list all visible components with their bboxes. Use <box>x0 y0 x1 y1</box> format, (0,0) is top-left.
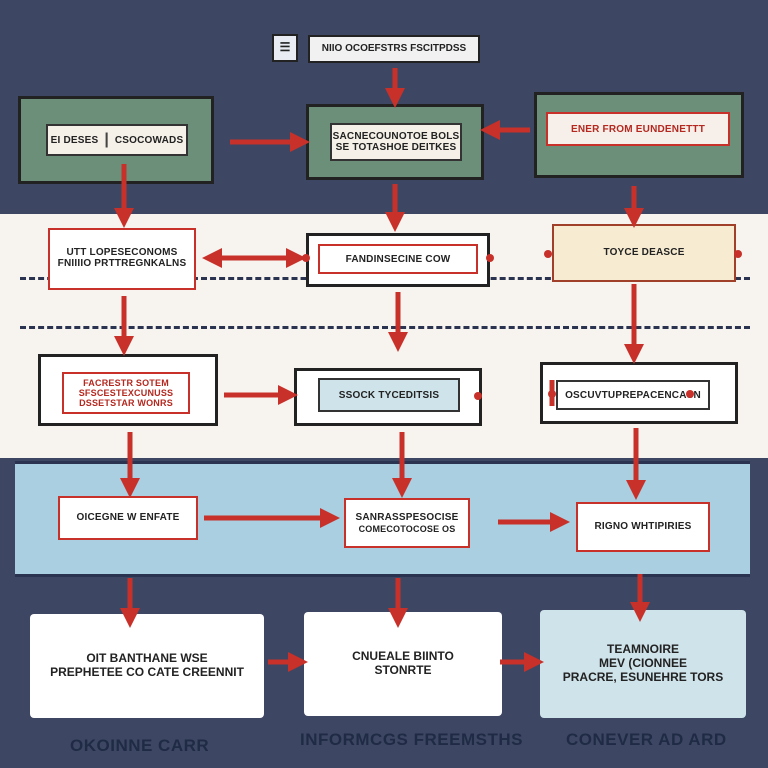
node-label: OICEGNE W ENFATE <box>76 512 180 524</box>
footer-label-right: CONEVER AD ARD <box>566 730 727 749</box>
node-label-b: CSOCOWADS <box>114 134 184 146</box>
node-line: SFSCESTEXCUNUSS <box>78 388 174 398</box>
output-card: OIT BANTHANE WSE PREPHETEE CO CATE CREEN… <box>30 614 264 718</box>
node-text-group: UTT LOPESECONOMS FNIIIIO PRTTREGNKALNS <box>52 236 192 280</box>
node-line: SACNECOUNOTOE BOLS <box>332 131 460 142</box>
process-node: SANRASSPESOCISE COMECOTOCOSE OS <box>344 498 470 548</box>
node-label: FANDINSECINE COW <box>345 253 451 265</box>
node-label: ENER FROM EUNDENETTT <box>571 123 705 135</box>
node-line: DSSETSTAR WONRS <box>79 398 173 408</box>
node-label-box: SSOCK TYCEDITSIS <box>318 378 460 412</box>
connector-dot <box>474 392 482 400</box>
process-node: RIGNO WHTIPIRIES <box>576 502 710 552</box>
divider-dashed-line <box>20 326 750 329</box>
output-card: TEAMNOIRE MEV (CIONNEE PRACRE, ESUNEHRE … <box>540 610 746 718</box>
node-label: RIGNO WHTIPIRIES <box>594 521 692 533</box>
footer-label-center: INFORMCGS FREEMSTHS <box>300 730 523 749</box>
node-label: OSCUVTUPREPACENCASN <box>565 389 701 401</box>
node-line: FACRESTR SOTEM <box>83 378 169 388</box>
process-node <box>48 228 196 290</box>
node-label-box: ENER FROM EUNDENETTT <box>546 112 730 146</box>
card-line: PREPHETEE CO CATE CREENNIT <box>50 665 244 679</box>
card-line: CNUEALE BIINTO <box>352 649 454 664</box>
node-label-box: EI DESES | CSOCOWADS <box>46 124 188 156</box>
node-label-box: FACRESTR SOTEM SFSCESTEXCUNUSS DSSETSTAR… <box>62 372 190 414</box>
process-node: OICEGNE W ENFATE <box>58 496 198 540</box>
card-line: TEAMNOIRE <box>607 642 679 657</box>
node-line: COMECOTOCOSE OS <box>358 523 456 534</box>
card-line: PRACRE, ESUNEHRE TORS <box>562 669 724 684</box>
node-label-box: SACNECOUNOTOE BOLS SE TOTASHOE DEITKES <box>330 123 462 161</box>
node-label-box: FANDINSECINE COW <box>318 244 478 274</box>
connector-dot <box>302 254 310 262</box>
header-title: NIIO OCOEFSTRS FSCITPDSS <box>308 35 480 63</box>
document-icon: ☰ <box>272 34 298 62</box>
card-line: MEV (CIONNEE <box>598 656 687 671</box>
node-line: SE TOTASHOE DEITKES <box>335 142 457 153</box>
process-node: TOYCE DEASCE <box>552 224 736 282</box>
node-label: SSOCK TYCEDITSIS <box>338 389 440 401</box>
output-card: CNUEALE BIINTO STONRTE <box>304 612 502 716</box>
node-line: SANRASSPESOCISE <box>355 512 459 524</box>
node-label-box: OSCUVTUPREPACENCASN <box>556 380 710 410</box>
node-line: FNIIIIO PRTTREGNKALNS <box>57 258 187 269</box>
footer-label-left: OKOINNE CARR <box>70 736 210 755</box>
connector-dot <box>686 390 694 398</box>
connector-dot <box>544 250 552 258</box>
node-label: TOYCE DEASCE <box>603 247 685 259</box>
connector-dot <box>734 250 742 258</box>
connector-dot <box>486 254 494 262</box>
node-line: UTT LOPESECONOMS <box>66 247 178 258</box>
node-label-a: EI DESES <box>50 134 99 146</box>
card-line: OIT BANTHANE WSE <box>86 651 208 666</box>
card-line: STONRTE <box>374 663 432 677</box>
connector-dot <box>548 390 556 398</box>
